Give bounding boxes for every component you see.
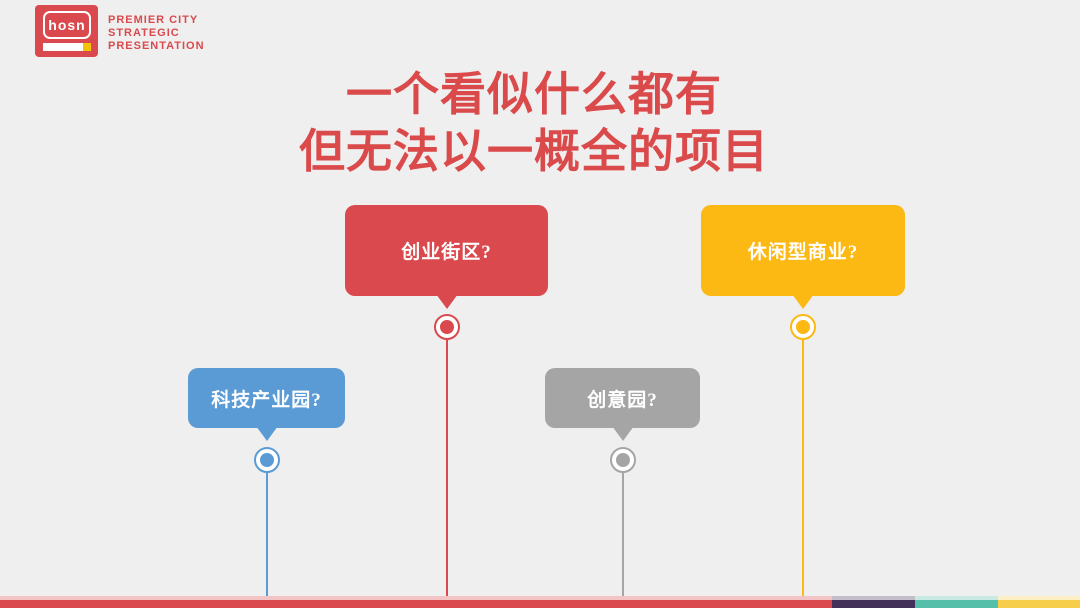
footer-color-bar [0,596,1080,608]
timeline-node-dot [796,320,810,334]
callout-bubble: 休闲型商业? [701,205,905,296]
timeline-node [253,447,280,473]
callout-startup-district: 创业街区? [345,205,548,596]
callout-leisure-commerce: 休闲型商业? [701,205,905,596]
timeline-node [433,314,460,340]
timeline-stem [445,340,448,596]
timeline-stem [802,340,804,596]
bubble-pointer-icon [435,294,458,309]
timeline-stem [265,473,268,596]
callout-label: 创意园? [587,389,658,411]
callout-creative-park: 创意园? [545,368,700,596]
bubble-pointer-icon [255,426,278,441]
footer-segment-yellow [998,596,1080,608]
logo-browser-window-icon: hosn [43,11,91,39]
callout-bubble: 科技产业园? [188,368,345,428]
callout-bubble: 创意园? [545,368,700,428]
callout-label: 休闲型商业? [747,242,859,263]
timeline-node-dot [259,453,274,467]
slide-title-line-2: 但无法以一概全的项目 [299,125,769,177]
callout-label: 科技产业园? [211,389,322,411]
timeline-node [790,314,816,340]
logo-address-bar [43,43,91,51]
footer-segment-teal [915,596,998,608]
footer-segment-purple [832,596,915,608]
tagline-line: PREMIER CITY [108,14,199,26]
slide-title: 一个看似什么都有 但无法以一概全的项目 [0,66,1068,180]
brand-logo: hosn [35,5,98,57]
logo-accent-square [83,43,91,51]
bubble-pointer-icon [792,294,814,309]
timeline-node-dot [615,453,630,467]
bubble-pointer-icon [611,426,634,441]
timeline-node-dot [439,320,454,334]
callout-bubble: 创业街区? [345,205,548,296]
tagline-line: PRESENTATION [108,40,205,52]
timeline-node [609,447,636,473]
brand-tagline: PREMIER CITY STRATEGIC PRESENTATION [108,14,205,53]
timeline-stem [621,473,624,596]
logo-brand-text: hosn [48,17,86,33]
callout-label: 创业街区? [401,242,492,263]
footer-segment-red [0,596,832,608]
callout-tech-park: 科技产业园? [188,368,345,596]
tagline-line: STRATEGIC [108,27,180,39]
slide-title-line-1: 一个看似什么都有 [346,68,722,120]
